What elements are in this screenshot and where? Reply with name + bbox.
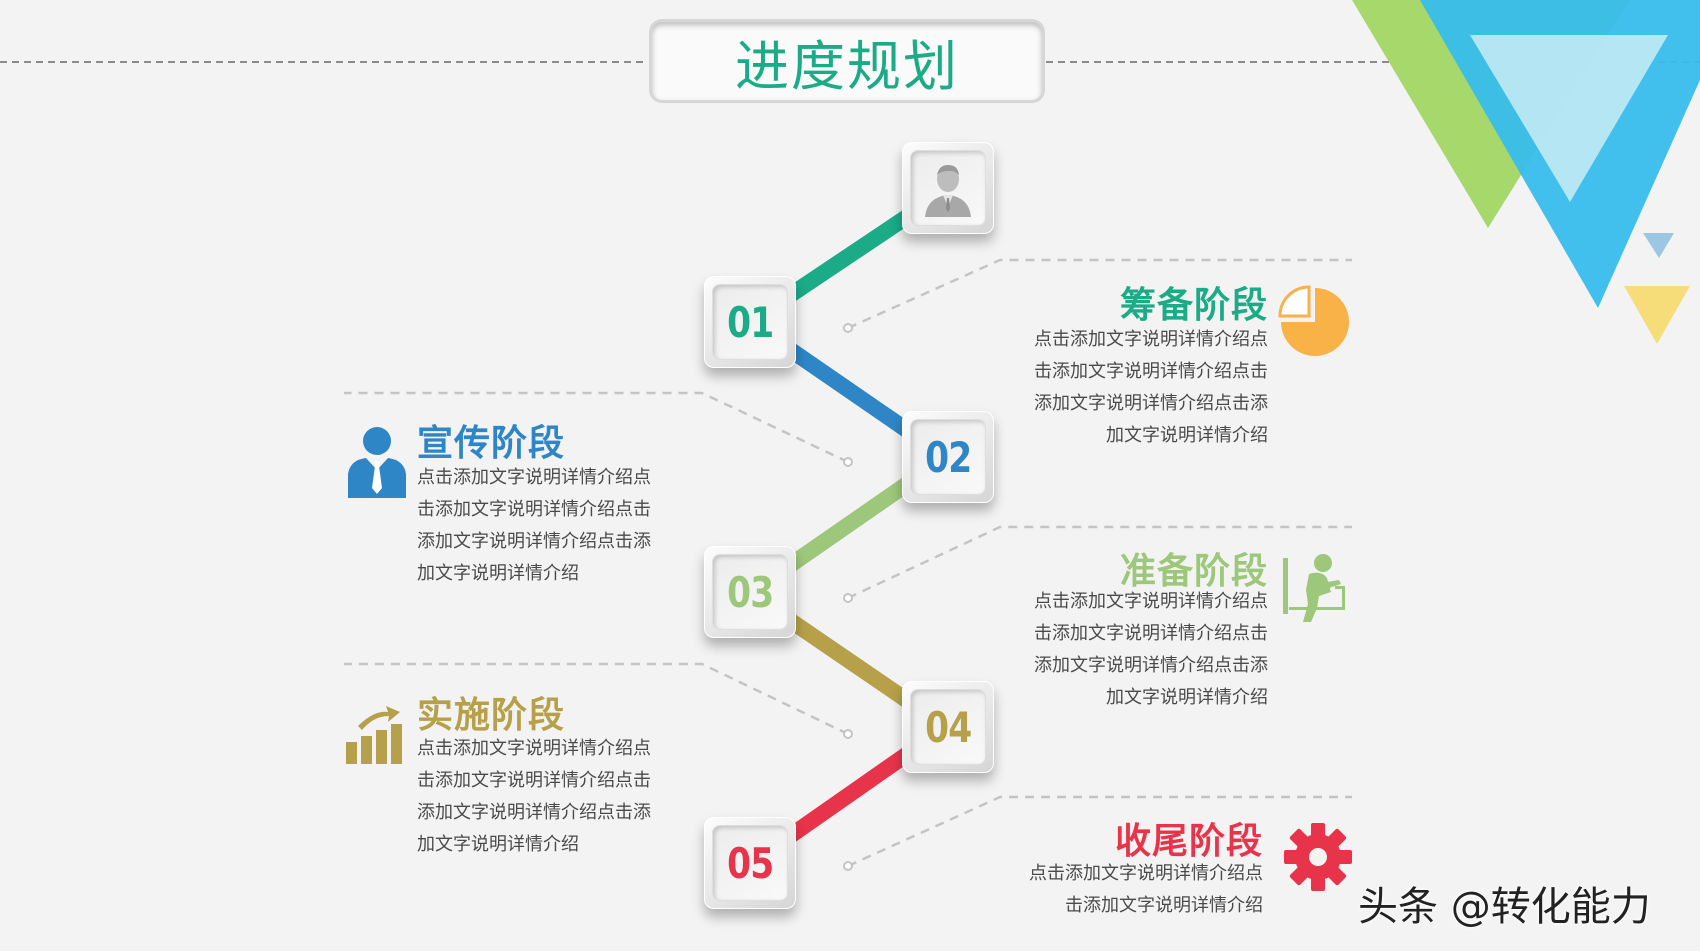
leader-line-s2 xyxy=(344,391,849,464)
title-box: 进度规划 xyxy=(652,22,1042,100)
stage-title-s4: 实施阶段 xyxy=(417,695,566,736)
stage-desc-s4: 点击添加文字说明详情介绍点 击添加文字说明详情介绍点击 添加文字说明详情介绍点击… xyxy=(417,738,651,855)
growth-bar-chart-icon xyxy=(346,706,402,764)
stage-title-s5: 收尾阶段 xyxy=(1114,821,1263,862)
top-node xyxy=(902,142,994,234)
node-04: 04 xyxy=(902,681,994,773)
node-01: 01 xyxy=(704,276,796,368)
stage-desc-s5: 点击添加文字说明详情介绍点 击添加文字说明详情介绍 xyxy=(1029,863,1263,916)
stage-title-s1: 筹备阶段 xyxy=(1119,285,1268,326)
leader-dot-s4 xyxy=(843,729,853,739)
leader-line-s3 xyxy=(847,525,1352,600)
businessman-icon xyxy=(348,427,406,498)
node-03: 03 xyxy=(704,546,796,638)
stage-desc-s1: 点击添加文字说明详情介绍点 击添加文字说明详情介绍点击 添加文字说明详情介绍点击… xyxy=(1034,329,1268,446)
node-02: 02 xyxy=(902,411,994,503)
page-title: 进度规划 xyxy=(735,34,959,98)
node-number: 01 xyxy=(726,297,774,347)
leader-dot-s2 xyxy=(843,457,853,467)
yellow-triangle xyxy=(1624,286,1690,344)
small-blue-triangle xyxy=(1643,233,1674,258)
leader-line-s1 xyxy=(847,258,1352,330)
node-number: 05 xyxy=(726,838,774,888)
node-05: 05 xyxy=(704,817,796,909)
gear-icon xyxy=(1284,823,1352,891)
node-number: 04 xyxy=(924,702,972,752)
stage-desc-s3: 点击添加文字说明详情介绍点 击添加文字说明详情介绍点击 添加文字说明详情介绍点击… xyxy=(1034,591,1268,708)
pie-chart-icon xyxy=(1278,285,1349,356)
stage-title-s3: 准备阶段 xyxy=(1119,551,1268,592)
node-number: 02 xyxy=(924,432,972,482)
person-avatar-icon xyxy=(925,165,971,217)
node-number: 03 xyxy=(726,567,774,617)
leader-line-s5 xyxy=(847,795,1352,868)
leader-dot-s1 xyxy=(843,323,853,333)
watermark-text: 头条 @转化能力 xyxy=(1358,884,1651,930)
leader-dot-s5 xyxy=(843,861,853,871)
stage-title-s2: 宣传阶段 xyxy=(417,423,566,464)
top-node-inner xyxy=(911,151,985,225)
stage-desc-s2: 点击添加文字说明详情介绍点 击添加文字说明详情介绍点击 添加文字说明详情介绍点击… xyxy=(417,467,651,584)
leader-line-s4 xyxy=(344,662,849,736)
leader-dot-s3 xyxy=(843,593,853,603)
light-inner-triangle xyxy=(1470,35,1668,202)
person-at-desk-icon xyxy=(1283,554,1345,622)
